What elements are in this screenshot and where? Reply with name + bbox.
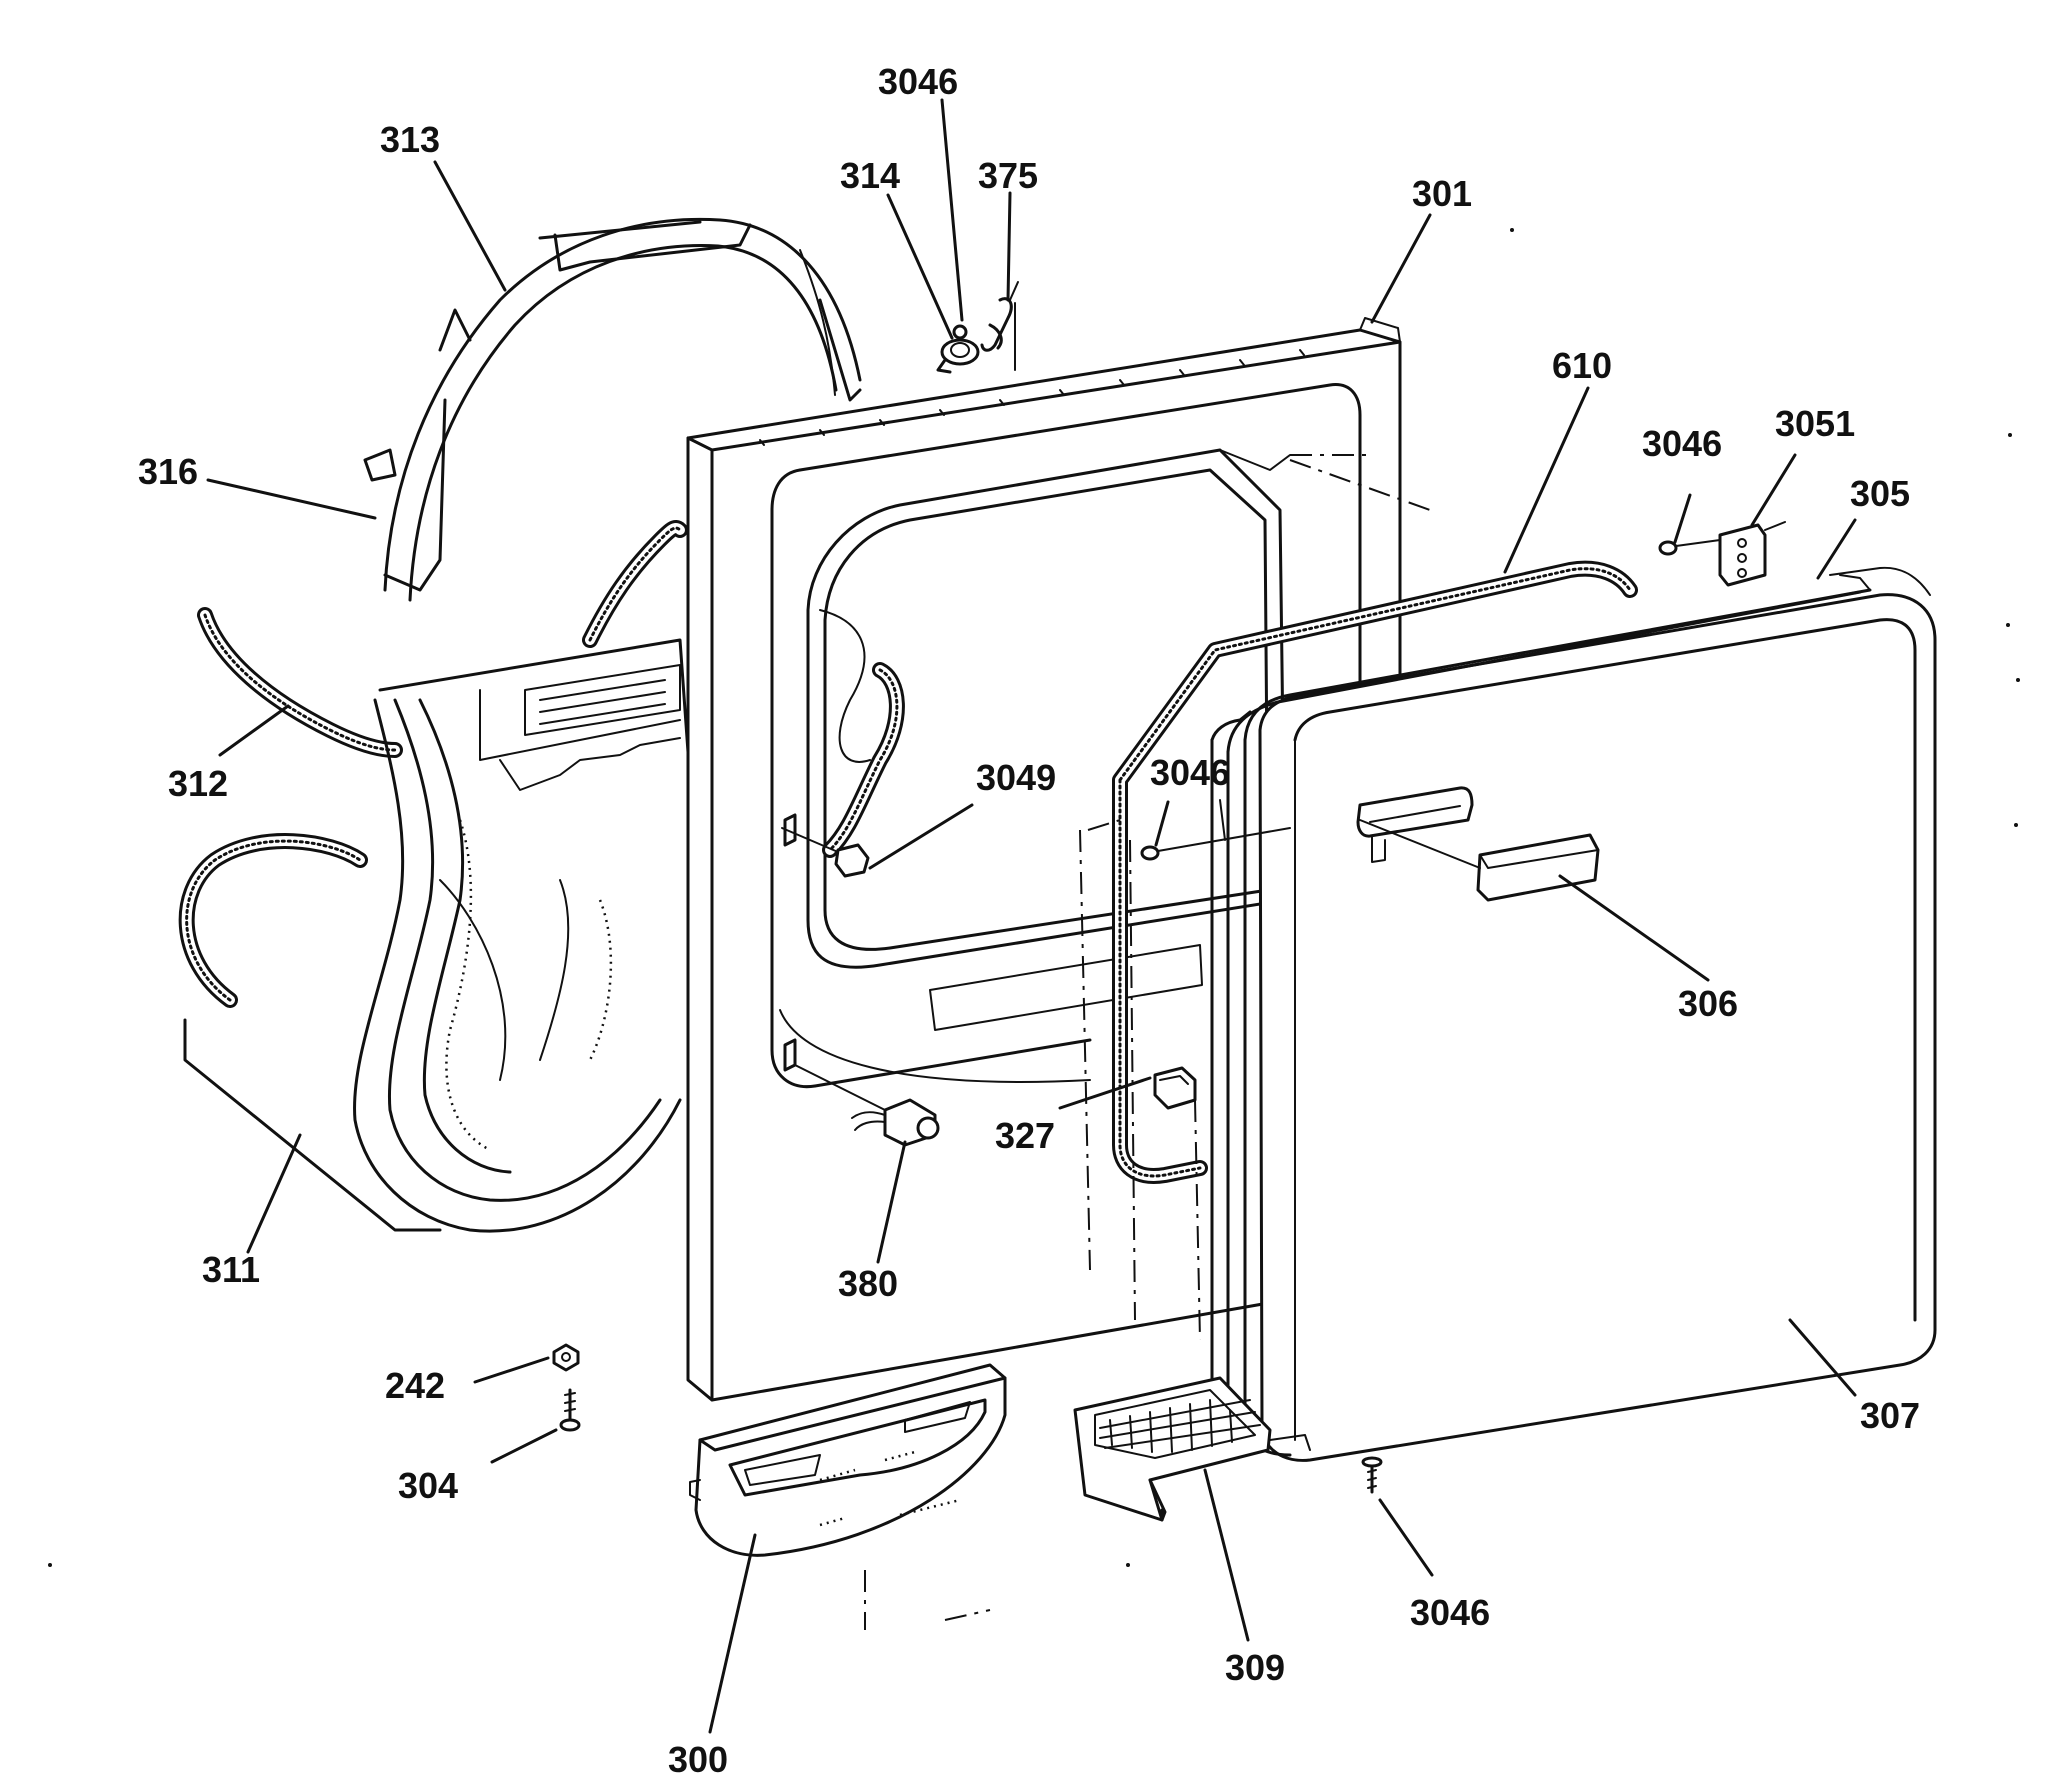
label-3051: 3051 bbox=[1775, 403, 1855, 444]
door-handle-306 bbox=[1356, 786, 1600, 902]
screw-3046-mid bbox=[1140, 799, 1291, 861]
label-305: 305 bbox=[1850, 473, 1910, 514]
label-3049: 3049 bbox=[976, 757, 1056, 798]
nut-242 bbox=[552, 1343, 580, 1372]
door-switch-314 bbox=[936, 338, 980, 374]
label-314: 314 bbox=[840, 155, 900, 196]
label-316: 316 bbox=[138, 451, 198, 492]
label-304: 304 bbox=[398, 1465, 458, 1506]
door-switch-327 bbox=[1153, 1066, 1197, 1110]
label-312: 312 bbox=[168, 763, 228, 804]
door-gasket-610 bbox=[1112, 560, 1638, 1184]
label-301: 301 bbox=[1412, 173, 1472, 214]
label-311: 311 bbox=[202, 1249, 260, 1290]
label-307: 307 bbox=[1860, 1395, 1920, 1436]
label-3046-mid: 3046 bbox=[1150, 752, 1230, 793]
label-300: 300 bbox=[668, 1739, 728, 1780]
door-strike-3049 bbox=[781, 827, 870, 878]
toe-grille-309 bbox=[1073, 1376, 1311, 1522]
label-3046-top: 3046 bbox=[878, 61, 958, 102]
seal-strip-312 bbox=[197, 520, 688, 758]
label-327: 327 bbox=[995, 1115, 1055, 1156]
control-housing-300 bbox=[689, 1363, 1007, 1557]
label-3046-bottom: 3046 bbox=[1410, 1592, 1490, 1633]
door-assembly-307 bbox=[1210, 566, 1937, 1462]
lamp-socket-380 bbox=[794, 1064, 940, 1147]
label-313: 313 bbox=[380, 119, 440, 160]
label-3046-right: 3046 bbox=[1642, 423, 1722, 464]
part-labels: 313 3046 314 375 301 610 3046 3051 305 3… bbox=[138, 61, 1920, 1780]
hinge-3051 bbox=[1718, 521, 1786, 587]
label-610: 610 bbox=[1552, 345, 1612, 386]
screw-304 bbox=[559, 1388, 581, 1432]
leader-lines bbox=[206, 98, 1857, 1734]
assembly-lines bbox=[864, 454, 1431, 1630]
label-306: 306 bbox=[1678, 983, 1738, 1024]
front-duct-311 bbox=[178, 638, 692, 1233]
door-switch-bracket-375 bbox=[980, 281, 1019, 371]
screw-3046-right bbox=[1658, 539, 1721, 556]
scan-specks bbox=[48, 228, 2020, 1567]
label-375: 375 bbox=[978, 155, 1038, 196]
label-380: 380 bbox=[838, 1263, 898, 1304]
label-309: 309 bbox=[1225, 1647, 1285, 1688]
label-242: 242 bbox=[385, 1365, 445, 1406]
front-bulkhead-arc-313 bbox=[363, 217, 862, 602]
screw-3046-top bbox=[952, 324, 968, 340]
screw-3046-bottom bbox=[1361, 1456, 1383, 1494]
